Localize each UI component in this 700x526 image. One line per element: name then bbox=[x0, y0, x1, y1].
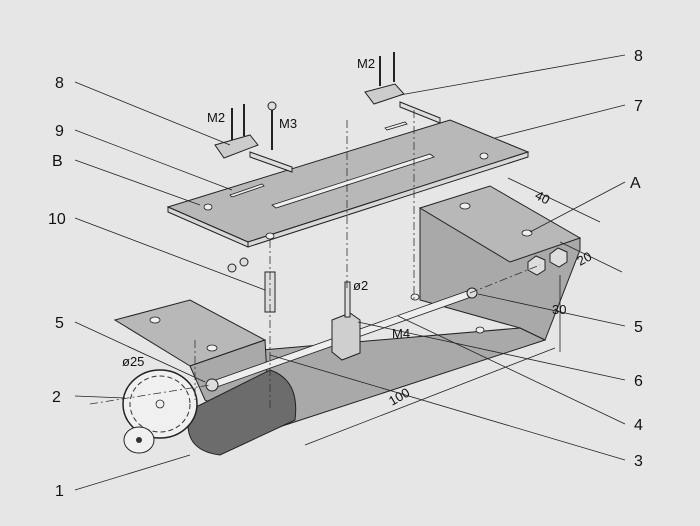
carriage-block bbox=[331, 281, 361, 361]
center-lines bbox=[89, 110, 541, 410]
label-part-7: 7 bbox=[634, 98, 643, 115]
label-part-3: 3 bbox=[634, 453, 643, 470]
annotation-m3: M3 bbox=[279, 116, 297, 131]
annotation-m2-right: M2 bbox=[357, 56, 375, 71]
label-part-1: 1 bbox=[55, 483, 64, 500]
motor bbox=[187, 369, 297, 456]
label-part-10: 10 bbox=[48, 211, 66, 228]
label-part-6: 6 bbox=[634, 373, 643, 390]
label-part-a: A bbox=[630, 175, 641, 192]
dimension-lines bbox=[304, 177, 623, 446]
label-part-5-right: 5 bbox=[634, 319, 643, 336]
u-bracket bbox=[113, 185, 582, 431]
micro-switches bbox=[214, 52, 441, 173]
label-part-2: 2 bbox=[52, 389, 61, 406]
annotation-m2-left: M2 bbox=[207, 110, 225, 125]
nuts bbox=[227, 247, 568, 276]
leader-lines bbox=[74, 54, 626, 491]
annotation-pin-diameter: ø2 bbox=[353, 278, 368, 293]
dimension-height: 30 bbox=[552, 302, 566, 317]
wheel bbox=[122, 369, 198, 454]
label-part-8-left: 8 bbox=[55, 75, 64, 92]
label-part-9: 9 bbox=[55, 123, 64, 140]
label-part-8-right: 8 bbox=[634, 48, 643, 65]
annotation-m4: M4 bbox=[392, 326, 410, 341]
annotation-wheel-diameter: ø25 bbox=[122, 354, 144, 369]
top-plate bbox=[166, 119, 530, 248]
dimension-offset: 20 bbox=[574, 249, 594, 269]
label-part-b: B bbox=[52, 153, 63, 170]
label-part-5-left: 5 bbox=[55, 315, 64, 332]
dimension-width: 40 bbox=[533, 187, 553, 207]
label-part-4: 4 bbox=[634, 417, 643, 434]
